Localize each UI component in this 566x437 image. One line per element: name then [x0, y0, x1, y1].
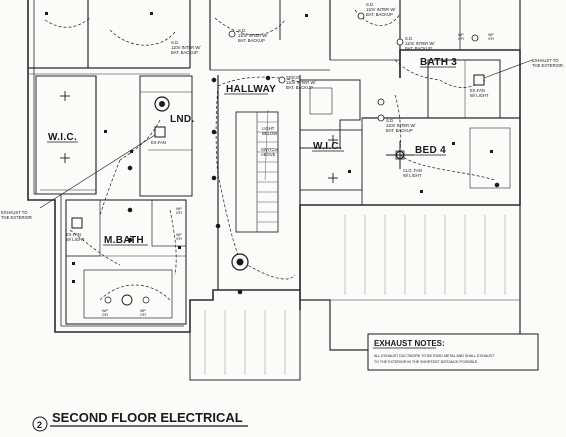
drawing-number: 2: [37, 420, 42, 430]
room-label-bath3: BATH 3: [420, 57, 457, 68]
drawing-title-block: 2 SECOND FLOOR ELECTRICAL: [32, 410, 248, 432]
exhaust-label: EXHAUST TO: [532, 58, 559, 63]
exhaust-fans: [71, 74, 485, 229]
smoke-detector-note: BAT. BACKUP: [238, 38, 265, 43]
gfi-outlet-label: GFI: [488, 37, 494, 41]
exhaust-fan-label: EX.FAN: [151, 140, 166, 145]
exhaust-fan-label: EX.FAN: [66, 232, 81, 237]
gfi-outlet-label: WP: [458, 33, 464, 37]
room-label-bed4: BED 4: [415, 145, 446, 156]
exhaust-notes-line: ALL EXHAUST DUCTWORK TO BE RIGID METAL A…: [374, 354, 495, 358]
smoke-detector-note: BAT. BACKUP: [171, 50, 198, 55]
closet-light-icon: [60, 91, 70, 101]
gfi-outlet-label: WP: [488, 33, 494, 37]
smoke-detector-icon: [396, 38, 404, 46]
stair-treads: [257, 109, 278, 223]
closet-light-icon: [328, 173, 338, 183]
light-fixtures: [104, 34, 500, 306]
smoke-detector-icon: [377, 114, 385, 122]
smoke-detector-label: S.D.: [171, 40, 179, 45]
light-fixture-icon: [159, 101, 165, 107]
recessed-light-icon: [127, 237, 133, 243]
gfi-outlet-label: GFI: [458, 37, 464, 41]
exhaust-fan-icon: [473, 74, 485, 86]
gfi-outlet-label: WP: [176, 207, 182, 211]
smoke-detector-label: S.D.: [405, 36, 413, 41]
smoke-detector-icon: [357, 12, 365, 20]
exhaust-label: THE EXTERIOR: [1, 215, 32, 220]
exhaust-label: EXHAUST TO: [1, 210, 28, 215]
smoke-detector-note: BAT. BACKUP: [386, 128, 413, 133]
smoke-detector-note: BAT. BACKUP: [366, 12, 393, 17]
light-fixture-icon: [471, 34, 479, 42]
gfi-outlet-label: GFI: [176, 211, 182, 215]
room-label-wic-left: W.I.C.: [48, 132, 77, 143]
smoke-detector-note: BAT. BACKUP: [405, 46, 432, 51]
smoke-detector-icon: [278, 76, 286, 84]
gfi-outlet-label: WP: [176, 233, 182, 237]
ceiling-fan-label: W/ LIGHT: [403, 173, 422, 178]
switch-above-label: ABOVE: [261, 152, 276, 157]
drawing-title: SECOND FLOOR ELECTRICAL: [52, 410, 243, 425]
light-fixture-icon: [121, 294, 133, 306]
outlets: [45, 12, 493, 283]
roof-hatch: [204, 215, 506, 375]
recessed-light-icon: [494, 182, 500, 188]
recessed-light-icon: [237, 289, 243, 295]
light-below-label: LIGHT: [262, 126, 275, 131]
recessed-light-icon: [127, 165, 133, 171]
exhaust-fan-label: W/ LIGHT: [470, 93, 489, 98]
smoke-detector-note: 110V INTER W/: [238, 33, 268, 38]
smoke-detector-label: S.D.: [386, 118, 394, 123]
smoke-detector-label: S.D.: [238, 28, 246, 33]
exhaust-fan-icon: [71, 217, 83, 229]
smoke-co-detector-note: BAT. BACKUP: [286, 85, 313, 90]
exhaust-fan-label: W/ LIGHT: [66, 237, 85, 242]
smoke-co-detector-label: SD/CO: [286, 75, 300, 80]
room-label-wic-right: W.I.C.: [313, 141, 342, 152]
light-fixture-icon: [142, 296, 150, 304]
recessed-light-icon: [211, 175, 217, 181]
exhaust-notes-title: EXHAUST NOTES:: [374, 339, 445, 348]
gfi-outlet-label: GFI: [140, 313, 146, 317]
light-below-label: BELOW: [262, 131, 277, 136]
smoke-detector-icon: [377, 98, 385, 106]
switch-above-label: SWITCH: [261, 147, 278, 152]
light-fixture-icon: [104, 296, 112, 304]
smoke-detector-icon: [228, 30, 236, 38]
ceiling-fan-label: CLG. FAN: [403, 168, 422, 173]
recessed-light-icon: [211, 129, 217, 135]
room-label-lnd: LND.: [170, 114, 195, 125]
closet-light-icon: [328, 135, 338, 145]
gfi-outlet-label: GFI: [102, 313, 108, 317]
smoke-detectors: [228, 12, 404, 122]
exhaust-notes-line: TO THE EXTERIOR IN THE SHORTEST DISTANCE…: [374, 360, 478, 364]
gfi-outlet-label: GFI: [176, 237, 182, 241]
smoke-detector-note: 110V INTER W/: [366, 7, 396, 12]
exhaust-notes-box: EXHAUST NOTES: ALL EXHAUST DUCTWORK TO B…: [367, 333, 539, 371]
ceiling-fan-icon: [386, 141, 414, 169]
recessed-light-icon: [265, 75, 271, 81]
recessed-light-icon: [215, 223, 221, 229]
exhaust-label: THE EXTERIOR: [532, 63, 563, 68]
room-label-hallway: HALLWAY: [226, 84, 276, 95]
smoke-detector-label: S.D.: [366, 2, 374, 7]
closet-lights: [60, 91, 338, 183]
recessed-light-icon: [211, 77, 217, 83]
gfi-outlet-label: WP: [102, 309, 108, 313]
smoke-detector-note: 110V INTER W/: [405, 41, 435, 46]
recessed-light-icon: [127, 207, 133, 213]
smoke-detector-note: 110V INTER W/: [386, 123, 416, 128]
closet-light-icon: [60, 153, 70, 163]
leader-lines: [39, 59, 533, 209]
exhaust-fan-label: EX.FAN: [470, 88, 485, 93]
gfi-outlet-label: WP: [140, 309, 146, 313]
exhaust-fan-icon: [154, 126, 166, 138]
light-fixture-icon: [236, 258, 244, 266]
smoke-co-detector-note: 110V INTER W/: [286, 80, 316, 85]
room-label-m-bath: M.BATH: [104, 235, 144, 246]
smoke-detector-note: 110V INTER W/: [171, 45, 201, 50]
